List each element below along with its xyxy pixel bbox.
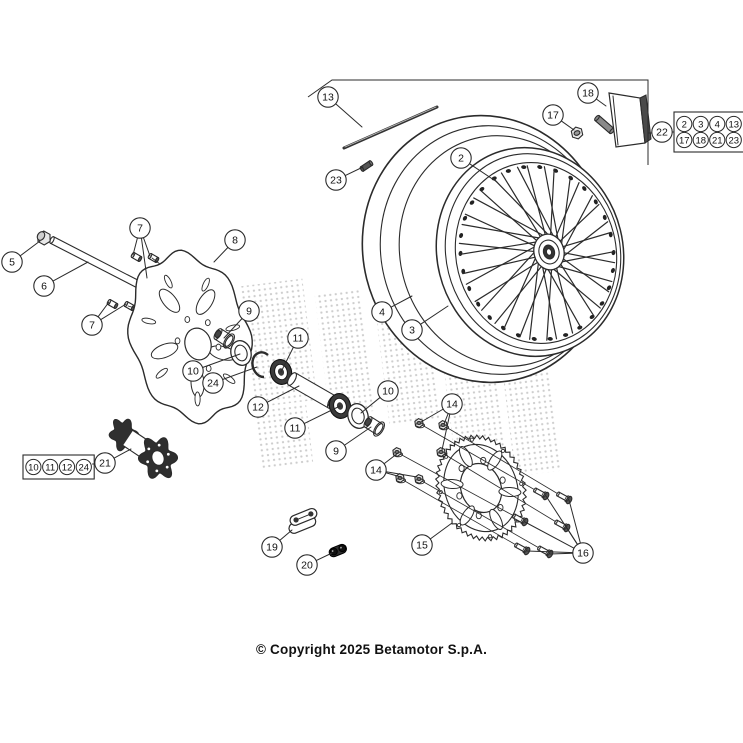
callout-9[interactable]: 9 bbox=[325, 440, 347, 462]
legend-item-2[interactable]: 2 bbox=[676, 115, 693, 133]
svg-text:24: 24 bbox=[207, 378, 219, 390]
valve bbox=[359, 160, 374, 172]
leader-lines bbox=[19, 98, 607, 562]
svg-text:6: 6 bbox=[41, 281, 47, 293]
callout-13[interactable]: 13 bbox=[317, 86, 339, 108]
svg-text:3: 3 bbox=[698, 119, 703, 130]
callout-16[interactable]: 16 bbox=[572, 542, 594, 564]
callout-10[interactable]: 10 bbox=[182, 360, 204, 382]
legend-hub-assembly: 10 11 12 24 bbox=[22, 454, 95, 480]
callout-20[interactable]: 20 bbox=[296, 554, 318, 576]
bearing-set bbox=[213, 328, 385, 437]
spoke-rod bbox=[342, 105, 439, 150]
svg-text:10: 10 bbox=[187, 366, 199, 378]
svg-text:14: 14 bbox=[370, 465, 382, 477]
callout-22[interactable]: 22 bbox=[651, 121, 673, 143]
svg-text:16: 16 bbox=[577, 548, 589, 560]
legend-item-12[interactable]: 12 bbox=[58, 458, 76, 476]
legend-item-3[interactable]: 3 bbox=[692, 115, 709, 133]
svg-text:7: 7 bbox=[137, 223, 143, 235]
svg-text:8: 8 bbox=[232, 235, 238, 247]
callout-15[interactable]: 15 bbox=[411, 534, 433, 556]
callout-14[interactable]: 14 bbox=[365, 459, 387, 481]
svg-text:7: 7 bbox=[89, 320, 95, 332]
disc-bolts bbox=[106, 252, 219, 331]
callout-18[interactable]: 18 bbox=[577, 82, 599, 104]
svg-text:3: 3 bbox=[409, 325, 415, 337]
legend-item-10[interactable]: 10 bbox=[25, 458, 42, 476]
callout-21[interactable]: 21 bbox=[94, 452, 116, 474]
callout-4[interactable]: 4 bbox=[371, 301, 393, 323]
axle-nut-17 bbox=[570, 126, 584, 140]
svg-text:12: 12 bbox=[62, 462, 73, 473]
svg-text:20: 20 bbox=[301, 560, 313, 572]
svg-text:21: 21 bbox=[712, 135, 723, 146]
sprocket-screws bbox=[399, 424, 573, 559]
legend-item-24[interactable]: 24 bbox=[75, 458, 92, 476]
callout-24[interactable]: 24 bbox=[202, 372, 224, 394]
legend-item-4[interactable]: 4 bbox=[709, 115, 726, 133]
svg-text:17: 17 bbox=[679, 135, 690, 146]
callout-10[interactable]: 10 bbox=[377, 380, 399, 402]
callout-19[interactable]: 19 bbox=[261, 536, 283, 558]
callout-9[interactable]: 9 bbox=[238, 300, 260, 322]
svg-text:19: 19 bbox=[266, 542, 278, 554]
svg-text:13: 13 bbox=[728, 119, 739, 130]
svg-text:5: 5 bbox=[9, 257, 15, 269]
svg-text:15: 15 bbox=[416, 540, 428, 552]
callout-14[interactable]: 14 bbox=[441, 393, 463, 415]
svg-text:13: 13 bbox=[322, 92, 334, 104]
callout-7[interactable]: 7 bbox=[81, 314, 103, 336]
legend-item-23[interactable]: 23 bbox=[725, 131, 742, 149]
callout-17[interactable]: 17 bbox=[542, 104, 564, 126]
svg-text:9: 9 bbox=[246, 306, 252, 318]
callout-12[interactable]: 12 bbox=[247, 396, 269, 418]
callouts: 2345677891024111211109132317182214141516… bbox=[1, 82, 673, 576]
legend-item-17[interactable]: 17 bbox=[676, 131, 693, 149]
legend-item-18[interactable]: 18 bbox=[692, 131, 709, 149]
callout-2[interactable]: 2 bbox=[450, 147, 472, 169]
callout-11[interactable]: 11 bbox=[284, 417, 306, 439]
svg-text:11: 11 bbox=[290, 423, 301, 435]
callout-11[interactable]: 11 bbox=[287, 327, 309, 349]
svg-text:2: 2 bbox=[682, 119, 687, 130]
callout-7[interactable]: 7 bbox=[129, 217, 151, 239]
legend-item-13[interactable]: 13 bbox=[725, 115, 742, 133]
svg-text:22: 22 bbox=[656, 127, 668, 139]
svg-text:24: 24 bbox=[79, 462, 90, 473]
svg-text:17: 17 bbox=[547, 110, 559, 122]
svg-text:11: 11 bbox=[45, 462, 55, 473]
svg-text:10: 10 bbox=[382, 386, 394, 398]
callout-6[interactable]: 6 bbox=[33, 275, 55, 297]
svg-text:4: 4 bbox=[379, 307, 385, 319]
svg-text:10: 10 bbox=[28, 462, 39, 473]
chain-master-link bbox=[288, 507, 318, 534]
callout-3[interactable]: 3 bbox=[401, 319, 423, 341]
svg-text:21: 21 bbox=[99, 458, 111, 470]
svg-text:9: 9 bbox=[333, 446, 339, 458]
svg-text:23: 23 bbox=[330, 175, 342, 187]
wheel-hub bbox=[108, 418, 178, 479]
callout-5[interactable]: 5 bbox=[1, 251, 23, 273]
svg-text:2: 2 bbox=[458, 153, 464, 165]
chain-joint bbox=[328, 543, 347, 558]
svg-text:4: 4 bbox=[715, 119, 720, 130]
svg-text:18: 18 bbox=[695, 135, 706, 146]
callout-23[interactable]: 23 bbox=[325, 169, 347, 191]
legend-item-21[interactable]: 21 bbox=[709, 131, 726, 149]
svg-text:14: 14 bbox=[446, 399, 458, 411]
copyright-text: © Copyright 2025 Betamotor S.p.A. bbox=[255, 642, 488, 657]
legend-item-11[interactable]: 11 bbox=[42, 458, 59, 476]
rear-wheel bbox=[361, 114, 625, 384]
svg-text:18: 18 bbox=[582, 88, 594, 100]
callout-8[interactable]: 8 bbox=[224, 229, 246, 251]
svg-text:23: 23 bbox=[728, 135, 739, 146]
svg-text:12: 12 bbox=[252, 402, 264, 414]
svg-text:11: 11 bbox=[293, 333, 304, 345]
weight-plate bbox=[594, 92, 652, 148]
